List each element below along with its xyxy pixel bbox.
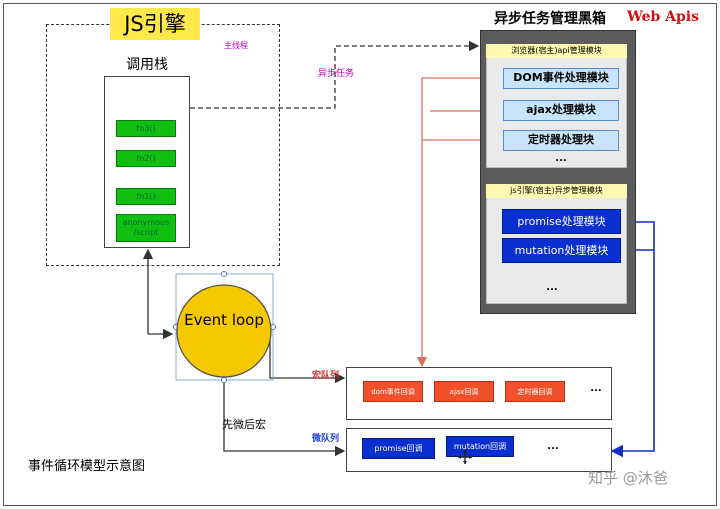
- diagram-frame: [3, 3, 717, 506]
- dom-event-module: DOM事件处理模块: [503, 68, 619, 89]
- anonymous-line2: /script: [133, 228, 159, 237]
- timer-module: 定时器处理块: [503, 130, 619, 151]
- micro-item-mutation: mutation回调: [446, 436, 514, 457]
- call-stack-title: 调用栈: [126, 57, 168, 73]
- macro-queue-label: 宏队列: [312, 371, 340, 381]
- js-modules-ellipsis: ...: [546, 282, 558, 293]
- web-apis-label: Web Apis: [627, 9, 700, 25]
- stack-frame-fn2: fn2(): [116, 150, 176, 167]
- ajax-module: ajax处理模块: [503, 100, 619, 121]
- macro-item-dom: dom事件回调: [363, 381, 423, 402]
- watermark: 知乎 @沐爸: [588, 469, 668, 487]
- macro-item-ajax: ajax回调: [434, 381, 494, 402]
- js-engine-title: JS引擎: [110, 8, 200, 40]
- stack-frame-fn1: fn1(): [116, 188, 176, 205]
- async-task-label: 异步任务: [318, 69, 355, 79]
- call-stack: [104, 76, 190, 248]
- black-box-title: 异步任务管理黑箱: [494, 11, 606, 27]
- micro-first-note: 先微后宏: [222, 418, 266, 431]
- promise-module: promise处理模块: [502, 209, 621, 234]
- stack-frame-fn3: fn3(): [116, 120, 176, 137]
- macro-item-timer: 定时器回调: [505, 381, 565, 402]
- micro-queue-ellipsis: ...: [547, 441, 559, 452]
- micro-item-promise: promise回调: [362, 438, 435, 459]
- move-cursor-icon: [458, 450, 472, 464]
- stack-frame-anonymous: anonymous /script: [116, 214, 176, 242]
- browser-modules-ellipsis: ...: [555, 153, 567, 164]
- mutation-module: mutation处理模块: [502, 238, 621, 263]
- diagram-caption: 事件循环模型示意图: [28, 459, 146, 474]
- anonymous-line1: anonymous: [122, 218, 170, 227]
- browser-api-panel-title: 浏览器(宿主)api管理模块: [486, 44, 627, 58]
- main-thread-label: 主线程: [224, 41, 248, 50]
- macro-queue-ellipsis: ...: [590, 383, 602, 394]
- event-loop-label: Event loop: [184, 311, 264, 329]
- event-loop-circle: [176, 284, 272, 378]
- js-async-panel-title: js引擎(宿主)异步管理模块: [486, 184, 627, 198]
- micro-queue-label: 微队列: [312, 434, 340, 444]
